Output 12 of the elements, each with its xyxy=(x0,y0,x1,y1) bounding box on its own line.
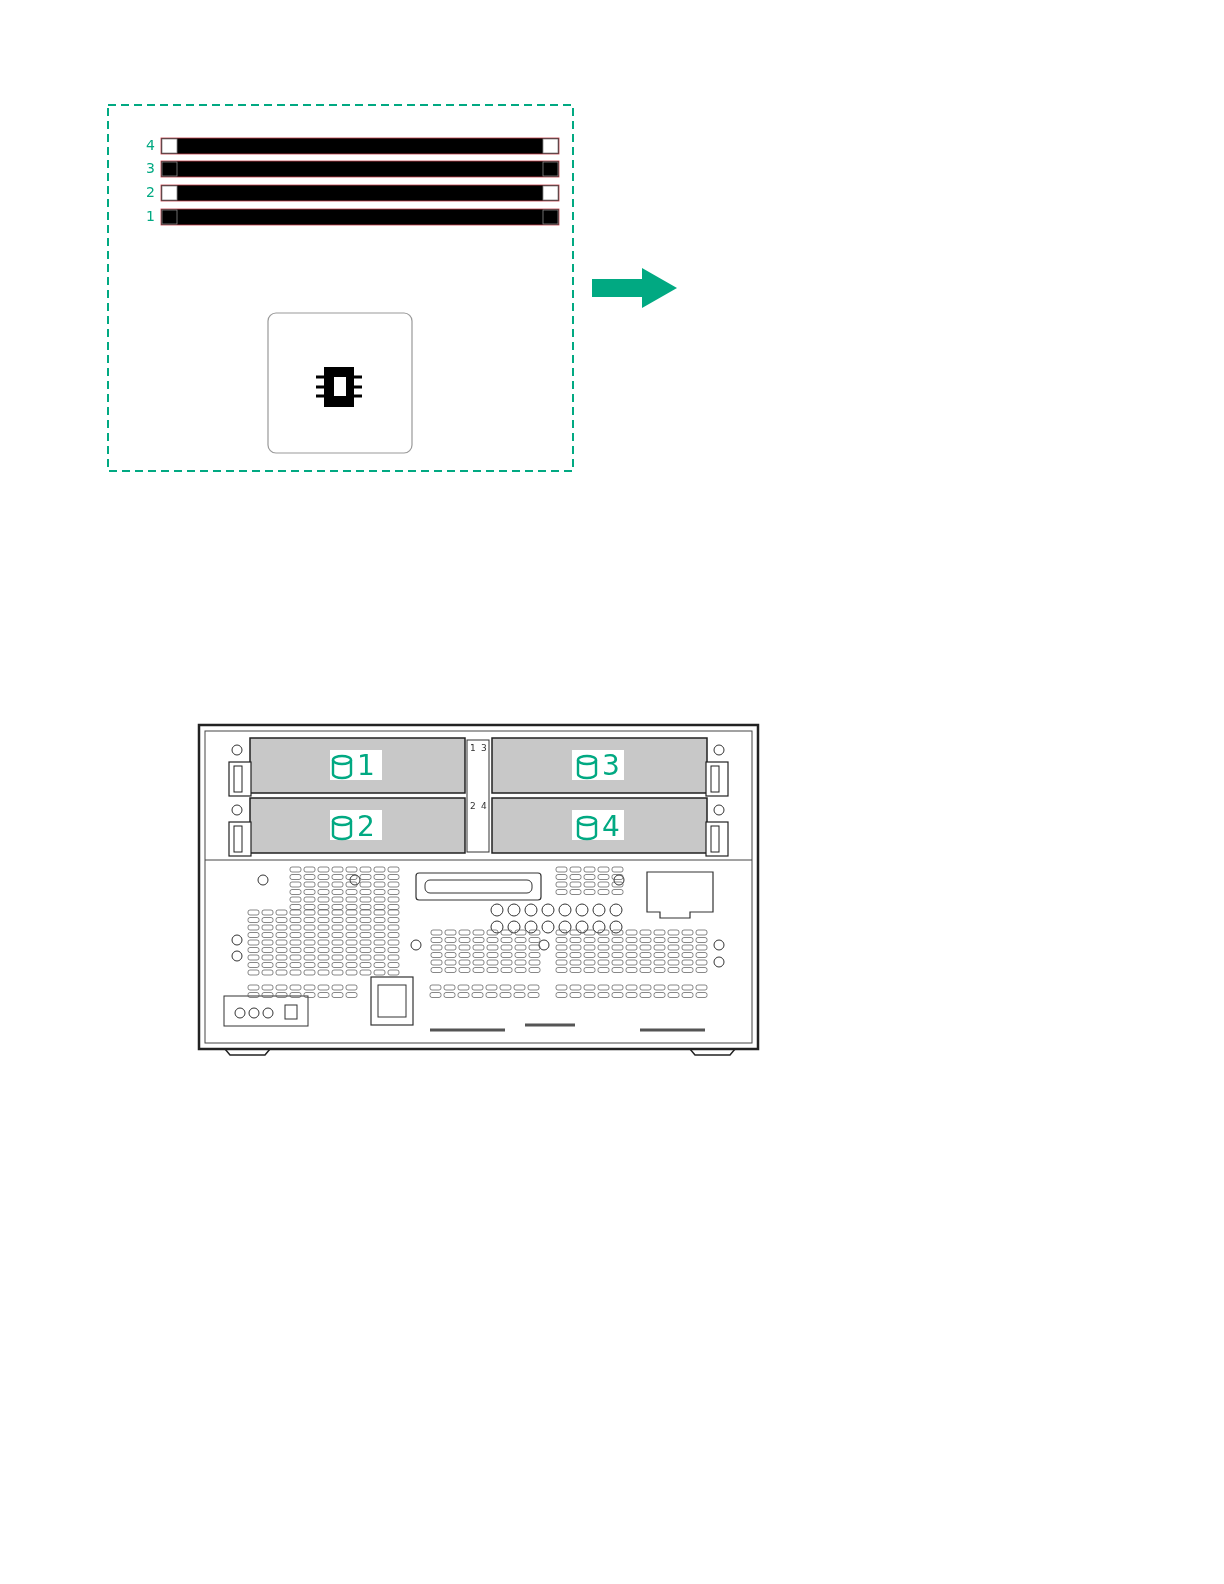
slot-number: 1 xyxy=(146,209,155,223)
slot-number: 4 xyxy=(146,138,155,152)
slot-number: 3 xyxy=(146,161,155,175)
bay-number: 1 xyxy=(470,744,476,753)
bay-number: 3 xyxy=(602,752,620,780)
bay-number: 4 xyxy=(481,802,487,811)
bay-number: 1 xyxy=(357,752,375,780)
bay-number: 2 xyxy=(357,813,375,841)
bay-number: 4 xyxy=(602,813,620,841)
bay-number: 2 xyxy=(470,802,476,811)
bay-number: 3 xyxy=(481,744,487,753)
slot-number: 2 xyxy=(146,185,155,199)
